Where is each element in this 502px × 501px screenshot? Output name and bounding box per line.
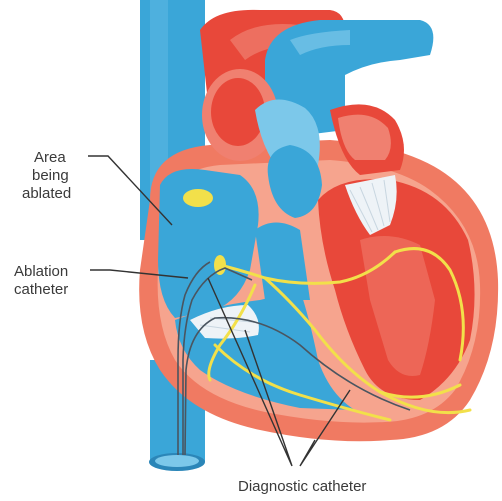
label-ablation-catheter: Ablation catheter: [14, 263, 68, 298]
label-area-line3: ablated: [22, 185, 71, 202]
label-area-being-ablated: Area being ablated: [22, 149, 71, 202]
label-area-line2: being: [32, 167, 69, 184]
label-diagnostic-catheter: Diagnostic catheter: [238, 478, 366, 495]
label-area-line1: Area: [34, 149, 66, 166]
label-ablation-line2: catheter: [14, 281, 68, 298]
label-ablation-line1: Ablation: [14, 263, 68, 280]
